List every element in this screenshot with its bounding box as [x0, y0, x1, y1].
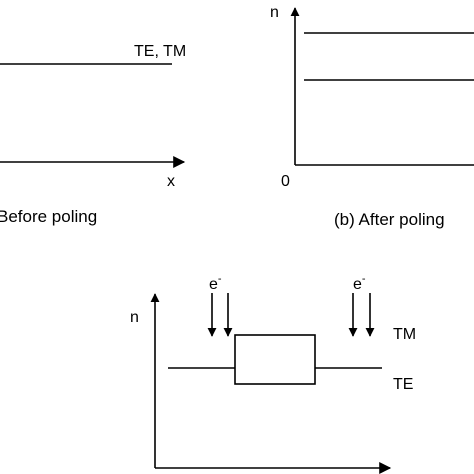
panel-a-caption: Before poling: [0, 207, 97, 226]
panel-c-poled-domain-box: [234, 334, 316, 385]
panel-c-te-label: TE: [393, 376, 413, 393]
panel-a-x-axis-label: x: [167, 173, 175, 190]
panel-b-y-axis-label: n: [270, 4, 279, 21]
panel-c: n TM TE e- e-: [130, 273, 416, 474]
panel-c-electron-label-left: e-: [209, 273, 222, 293]
panel-b: n 0 (b) After poling: [270, 4, 474, 229]
panel-c-y-axis-label: n: [130, 309, 139, 326]
panel-b-origin-label: 0: [281, 173, 290, 190]
panel-a-te-tm-label: TE, TM: [134, 43, 186, 60]
panel-a: TE, TM x Before poling: [0, 43, 186, 226]
panel-b-caption: (b) After poling: [334, 210, 445, 229]
panel-c-electron-label-right: e-: [353, 273, 366, 293]
panel-c-tm-label: TM: [393, 326, 416, 343]
